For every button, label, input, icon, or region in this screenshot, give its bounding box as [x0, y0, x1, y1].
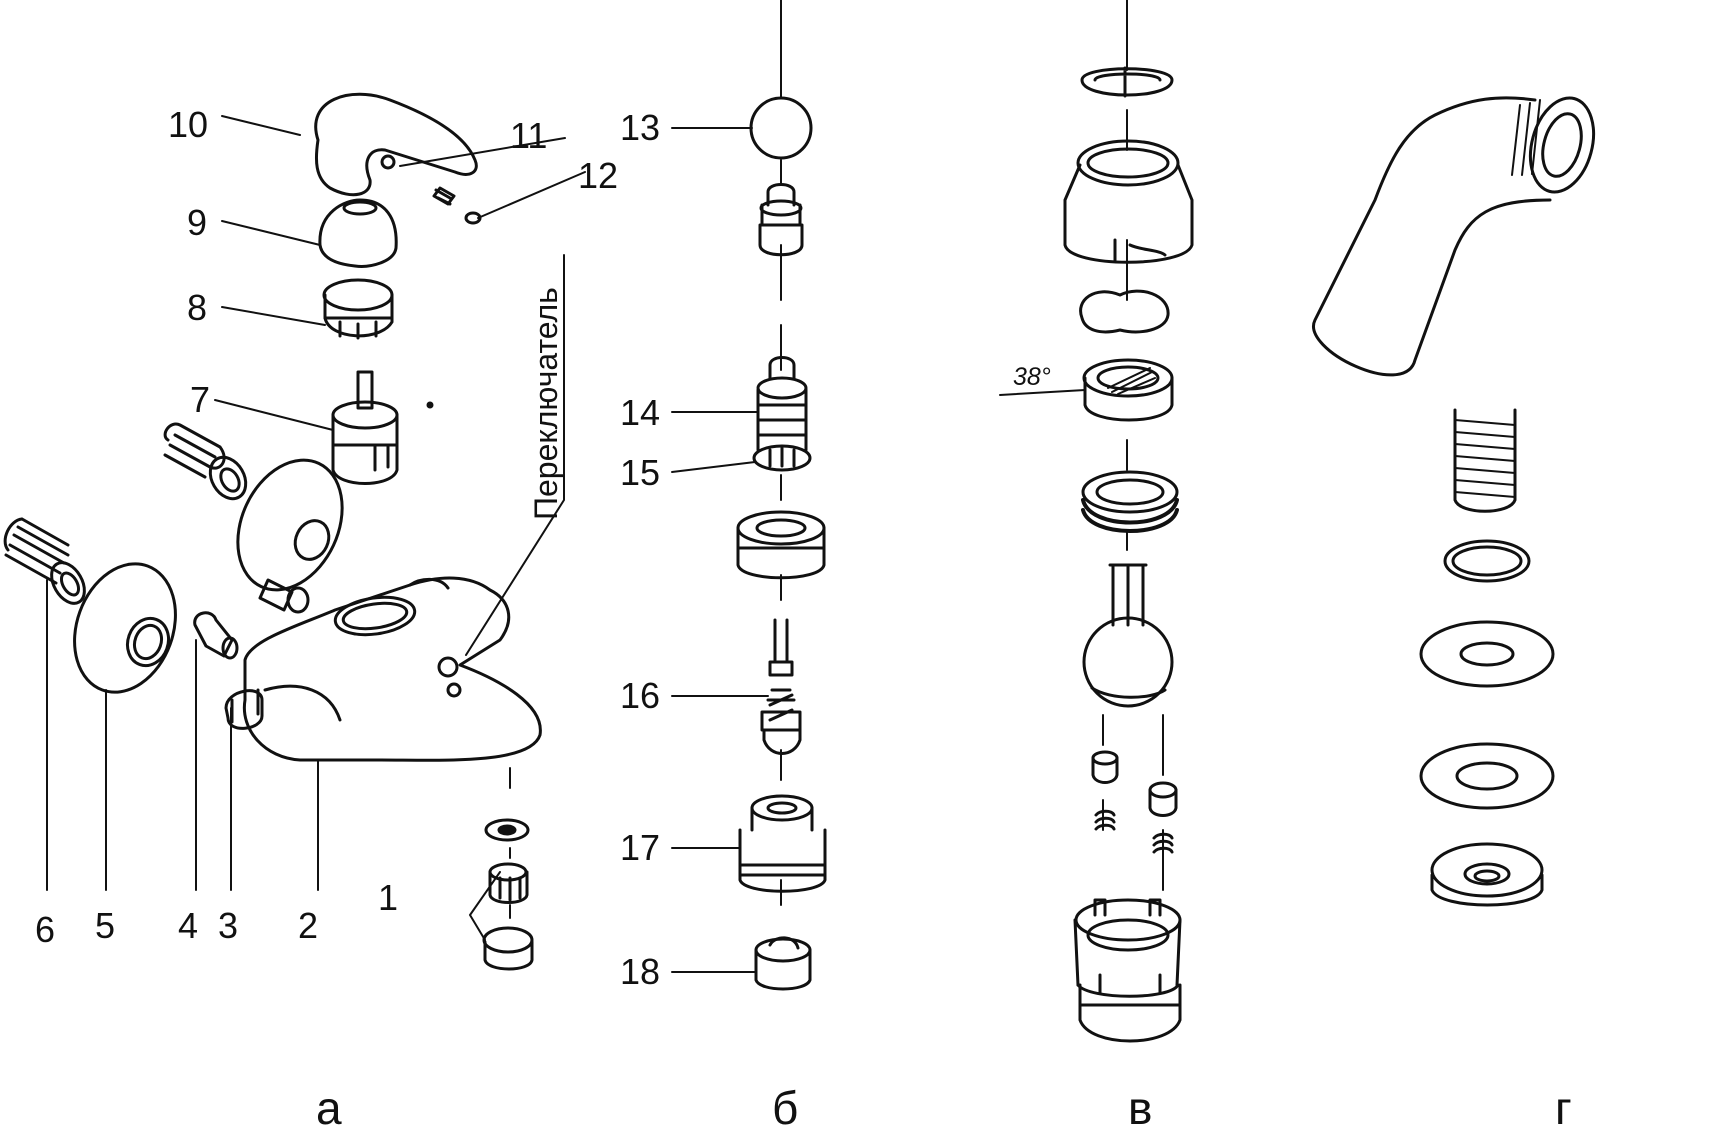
bottom-housing-drawing: [1073, 918, 1182, 1043]
part-10-screw-hole: [380, 154, 396, 170]
upper-connector-drawing: [258, 578, 294, 612]
part-1-insert-drawing: [488, 870, 529, 904]
part-label-18: 18: [620, 951, 661, 992]
small-spring-left-drawing: [1094, 809, 1116, 831]
seal-ring-drawing: [1081, 470, 1179, 514]
panel-caption-g: г: [1555, 1082, 1572, 1134]
part-label-2: 2: [298, 905, 319, 946]
part-6-fitting-drawing: [3, 517, 70, 585]
washer-3-drawing: [1419, 742, 1555, 810]
part-14-holder-drawing: [756, 388, 808, 452]
upper-fitting-drawing: [163, 422, 226, 479]
part-label-12: 12: [578, 155, 619, 196]
panel-v-drawing: [999, 0, 1194, 1043]
part-label-14: 14: [620, 392, 661, 433]
part-label-15: 15: [620, 452, 661, 493]
small-seal-left-drawing: [1091, 756, 1119, 784]
part-2-body-drawing: [242, 576, 542, 762]
small-seal-right-drawing: [1148, 788, 1178, 817]
part-7-stem-drawing: [356, 370, 374, 410]
part-label-1: 1: [378, 877, 399, 918]
panel-caption-a: а: [316, 1082, 342, 1134]
part-label-4: 4: [178, 905, 199, 946]
part-7-cartridge-drawing: [331, 413, 399, 485]
part-1-housing-drawing: [483, 940, 534, 971]
part-label-17: 17: [620, 827, 661, 868]
panel-a-drawing: [3, 92, 586, 971]
part-9-dome-drawing: [318, 198, 398, 268]
disc-assembly-drawing: [1083, 376, 1174, 422]
part-16-stem-drawing: [760, 618, 802, 755]
part-4-fitting-drawing: [193, 611, 234, 658]
part-label-11: 11: [510, 115, 548, 156]
part-13-ball-drawing: [749, 96, 813, 160]
panel-b-drawing: [671, 0, 827, 991]
part-label-7: 7: [190, 379, 211, 420]
part-label-13: 13: [620, 107, 661, 148]
part-label-16: 16: [620, 675, 661, 716]
part-label-5: 5: [95, 905, 116, 946]
washer-2-drawing: [1419, 620, 1555, 688]
panel-caption-b: б: [772, 1082, 799, 1134]
panel-caption-v: в: [1128, 1082, 1153, 1134]
panel-g-drawing: [1312, 96, 1596, 907]
switch-label: Переключатель: [528, 287, 564, 520]
small-spring-right-drawing: [1152, 832, 1174, 854]
seat-drawing: [736, 526, 826, 580]
part-label-6: 6: [35, 909, 56, 950]
shower-handle-drawing: [1312, 96, 1552, 377]
part-10-lever-drawing: [314, 92, 478, 197]
part-18-cap-drawing: [754, 948, 812, 991]
plug-drawing: [758, 183, 804, 257]
washer-1-drawing: [1443, 539, 1531, 583]
part-15-ring-drawing: [752, 444, 812, 472]
upper-escutcheon-drawing: [236, 458, 344, 592]
part-1-washer-drawing: [484, 818, 530, 842]
part-5-escutcheon-drawing: [73, 562, 177, 694]
part-label-10: 10: [168, 104, 209, 145]
spring-clip-drawing: [1079, 289, 1170, 334]
housing-cap-drawing: [1063, 163, 1194, 264]
part-label-3: 3: [218, 905, 239, 946]
part-label-8: 8: [187, 287, 208, 328]
angle-label: 38°: [1013, 363, 1051, 391]
bottom-nut-drawing: [1430, 873, 1544, 907]
top-clip-drawing: [1080, 66, 1174, 98]
part-label-9: 9: [187, 202, 208, 243]
part-8-nut-drawing: [323, 293, 394, 338]
part-11-screw-drawing: [432, 186, 456, 206]
